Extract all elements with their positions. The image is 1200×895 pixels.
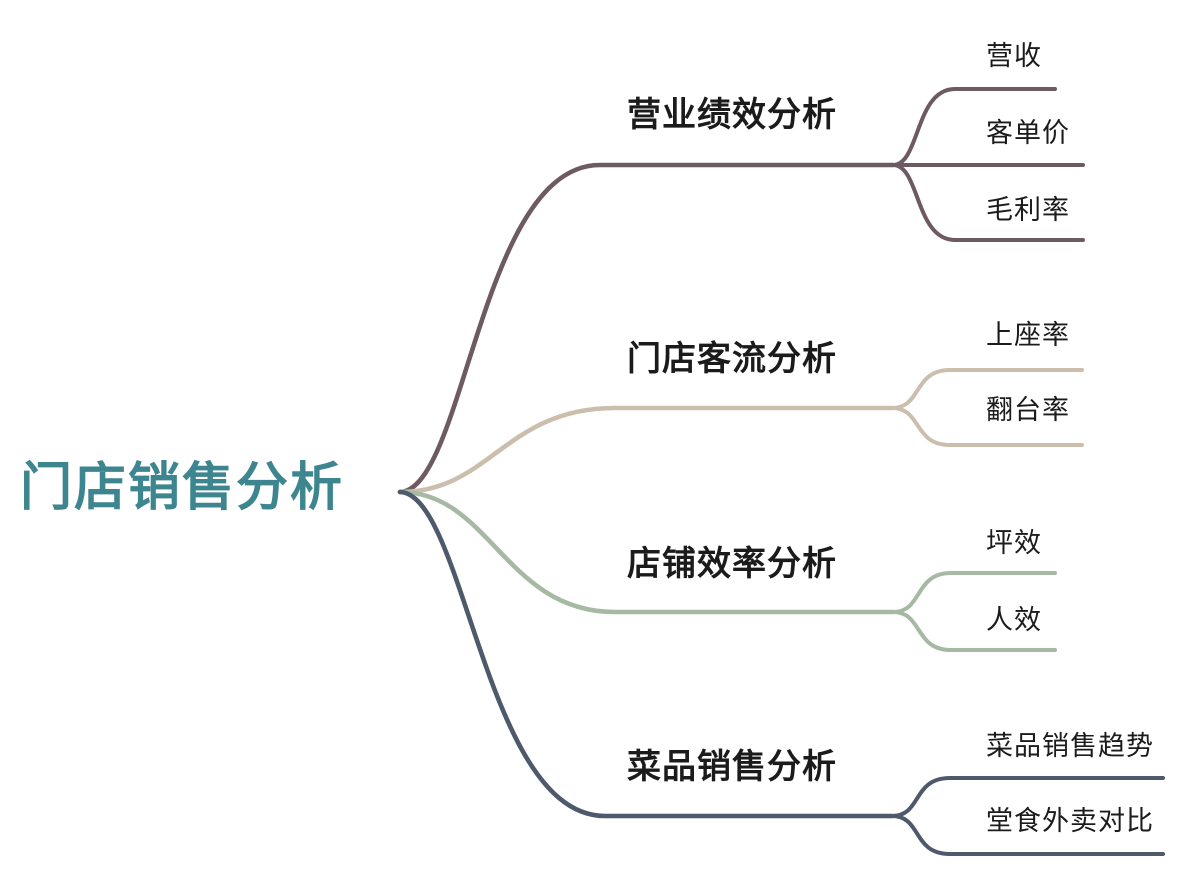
subtopic-sales-per-person[interactable]: 人效 bbox=[986, 605, 1042, 635]
branch-line-dish-sales bbox=[397, 489, 895, 819]
subtopic-line-gross-margin bbox=[891, 163, 1085, 242]
subtopic-line-sales-per-area bbox=[891, 571, 1057, 614]
subtopic-line-dish-sales-trend bbox=[890, 776, 1165, 818]
branch-line-business-performance bbox=[397, 162, 896, 495]
subtopic-line-dinein-vs-takeout bbox=[890, 814, 1165, 856]
subtopic-table-turnover[interactable]: 翻台率 bbox=[986, 395, 1070, 425]
subtopic-dish-sales-trend[interactable]: 菜品销售趋势 bbox=[986, 731, 1154, 761]
branch-line-store-efficiency bbox=[397, 489, 896, 615]
subtopic-line-table-turnover bbox=[890, 406, 1084, 447]
subtopic-line-revenue bbox=[891, 87, 1057, 167]
subtopic-sales-per-area[interactable]: 坪效 bbox=[986, 528, 1042, 558]
subtopic-line-sales-per-person bbox=[891, 610, 1057, 652]
subtopic-occupancy-rate[interactable]: 上座率 bbox=[986, 320, 1070, 350]
subtopic-gross-margin[interactable]: 毛利率 bbox=[986, 195, 1070, 225]
root-topic[interactable]: 门店销售分析 bbox=[20, 459, 345, 517]
subtopic-revenue[interactable]: 营收 bbox=[986, 41, 1042, 71]
branch-store-efficiency[interactable]: 店铺效率分析 bbox=[627, 545, 837, 583]
branch-dish-sales[interactable]: 菜品销售分析 bbox=[627, 748, 837, 786]
subtopic-dinein-vs-takeout[interactable]: 堂食外卖对比 bbox=[986, 806, 1154, 836]
subtopic-line-occupancy-rate bbox=[890, 368, 1084, 410]
branch-store-traffic[interactable]: 门店客流分析 bbox=[627, 340, 837, 378]
subtopic-avg-order-value[interactable]: 客单价 bbox=[986, 118, 1070, 148]
branch-business-performance[interactable]: 营业绩效分析 bbox=[627, 96, 837, 134]
branch-line-store-traffic bbox=[397, 405, 895, 495]
